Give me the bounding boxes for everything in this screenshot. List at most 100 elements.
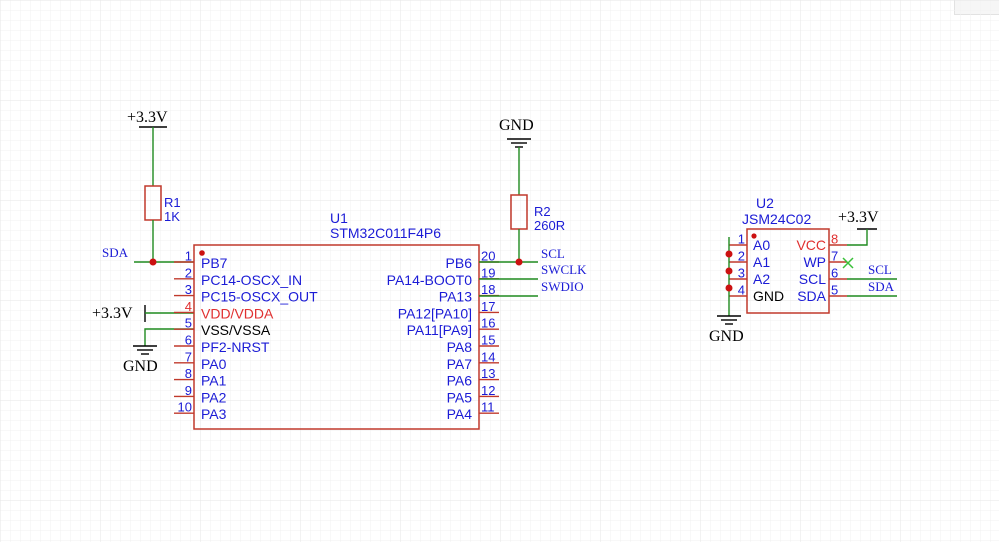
pin-13[interactable]: 13 PA6 <box>447 366 499 389</box>
pin-number: 5 <box>185 316 192 331</box>
pin-name: VCC <box>796 237 826 253</box>
pin-name: PA0 <box>201 356 227 372</box>
pin-number: 15 <box>481 333 495 348</box>
gnd-symbol-r2[interactable]: GND <box>499 117 534 148</box>
pin-12[interactable]: 12 PA5 <box>447 383 499 406</box>
pin-7[interactable]: 7 WP <box>803 249 847 271</box>
gnd-symbol-u2[interactable]: GND <box>709 315 744 345</box>
pin-4[interactable]: 4 VDD/VDDA <box>174 299 274 322</box>
r1-value: 1K <box>164 209 180 224</box>
pin-8[interactable]: 8 VCC <box>796 232 847 254</box>
pin-number: 12 <box>481 383 495 398</box>
pin-5[interactable]: 5 SDA <box>797 283 847 305</box>
pin-number: 7 <box>831 249 838 264</box>
net-label-swclk[interactable]: SWCLK <box>541 262 587 277</box>
pin-14[interactable]: 14 PA7 <box>447 349 499 372</box>
pin-name: A2 <box>753 271 770 287</box>
pin-number: 13 <box>481 366 495 381</box>
pin-name: PA5 <box>447 389 473 405</box>
pin-number: 2 <box>738 249 745 264</box>
pin-6[interactable]: 6 PF2-NRST <box>174 333 270 356</box>
net-label-sda[interactable]: SDA <box>102 245 129 260</box>
pin-number: 4 <box>738 283 745 298</box>
pin-name: VDD/VDDA <box>201 305 274 321</box>
net-label-scl[interactable]: SCL <box>541 246 565 261</box>
pin-name: WP <box>803 254 826 270</box>
pin-name: PB7 <box>201 255 228 271</box>
pin-name: PA2 <box>201 389 227 405</box>
pin-10[interactable]: 10 PA3 <box>174 400 227 423</box>
pin-2[interactable]: 2 A1 <box>729 249 770 271</box>
pin-number: 11 <box>481 400 495 415</box>
no-connect-flag[interactable] <box>842 257 854 269</box>
gnd-label-u2: GND <box>709 328 744 345</box>
pin1-marker <box>199 250 205 256</box>
pin-name: PA14-BOOT0 <box>387 272 473 288</box>
pin-name: SDA <box>797 288 826 304</box>
junction-dot <box>725 284 733 292</box>
pin-name: PF2-NRST <box>201 339 270 355</box>
vcc-label-u1: +3.3V <box>92 305 133 322</box>
u2-part-number: JSM24C02 <box>742 211 811 227</box>
u1-part-number: STM32C011F4P6 <box>330 225 441 241</box>
gnd-symbol-u1[interactable]: GND <box>123 345 158 375</box>
pin-number: 1 <box>185 249 192 264</box>
wire[interactable] <box>847 229 868 246</box>
pin-number: 5 <box>831 283 838 298</box>
pin-18[interactable]: 18 PA13 <box>439 282 499 305</box>
pin-name: PA7 <box>447 356 473 372</box>
pin-name: SCL <box>799 271 826 287</box>
pin-number: 18 <box>481 282 495 297</box>
net-label-scl-u2[interactable]: SCL <box>868 262 892 277</box>
pin-number: 3 <box>185 282 192 297</box>
net-label-swdio[interactable]: SWDIO <box>541 279 584 294</box>
pin-number: 4 <box>185 299 192 314</box>
gnd-label-r2: GND <box>499 117 534 134</box>
pin-number: 6 <box>185 333 192 348</box>
pin-number: 7 <box>185 349 192 364</box>
junction-dot <box>725 250 733 258</box>
pin-11[interactable]: 11 PA4 <box>447 400 499 423</box>
pin-7[interactable]: 7 PA0 <box>174 349 227 372</box>
pin-name: PA6 <box>447 373 473 389</box>
vcc-symbol-r1[interactable]: +3.3V <box>127 109 168 128</box>
pin-number: 2 <box>185 265 192 280</box>
pin1-marker <box>751 233 757 239</box>
pin-name: A1 <box>753 254 770 270</box>
net-label-sda-u2[interactable]: SDA <box>868 279 895 294</box>
pin-1[interactable]: 1 PB7 <box>174 249 228 272</box>
pin-name: PA3 <box>201 406 227 422</box>
pin-number: 10 <box>178 400 192 415</box>
vcc-label-u2: +3.3V <box>838 209 879 226</box>
u2-designator: U2 <box>756 195 774 211</box>
r1-designator: R1 <box>164 195 181 210</box>
pin-number: 8 <box>831 232 838 247</box>
pin-name: PA4 <box>447 406 473 422</box>
junction-dot <box>515 258 523 266</box>
vcc-label-r1: +3.3V <box>127 109 168 126</box>
u1-designator: U1 <box>330 210 348 226</box>
pin-number: 14 <box>481 349 495 364</box>
pin-number: 16 <box>481 316 495 331</box>
pin-name: PB6 <box>446 255 473 271</box>
gnd-label-u1: GND <box>123 358 158 375</box>
pin-name: PA13 <box>439 289 472 305</box>
